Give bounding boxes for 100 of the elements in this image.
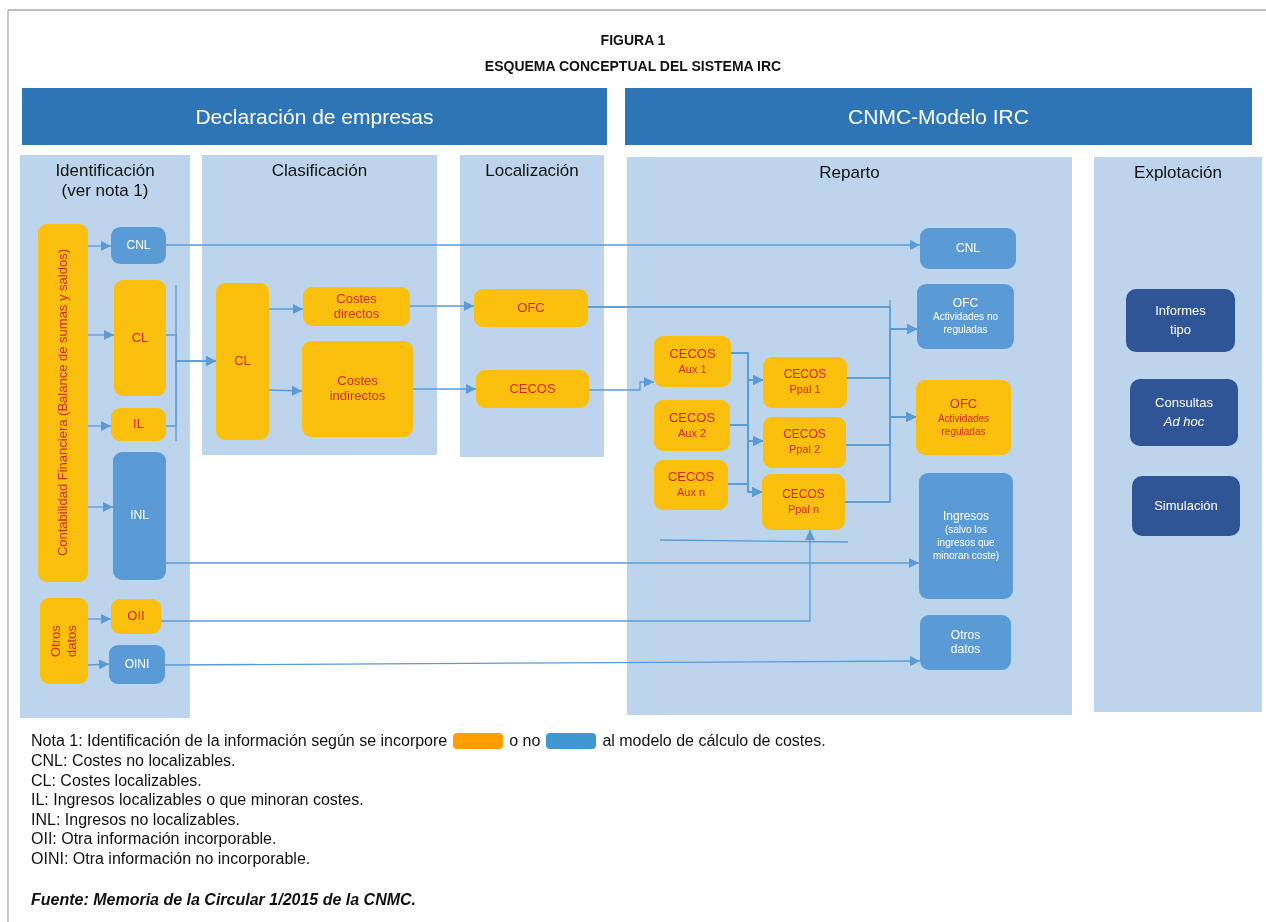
process-box bbox=[113, 452, 166, 580]
box-sublabel: Actividades no reguladas bbox=[931, 310, 999, 337]
arrow bbox=[165, 356, 217, 427]
note-text: OII: Otra información incorporable. bbox=[31, 830, 277, 848]
process-box bbox=[474, 289, 588, 327]
box-label: Ingresos bbox=[943, 509, 989, 524]
process-box bbox=[111, 408, 166, 441]
process-box bbox=[303, 287, 410, 326]
arrow bbox=[844, 412, 917, 503]
stage-column bbox=[202, 155, 437, 455]
output-box bbox=[1130, 379, 1238, 446]
note-text: IL: Ingresos localizables o que minoran costes. bbox=[31, 791, 364, 809]
arrow bbox=[160, 529, 815, 622]
box-label: CECOS bbox=[783, 428, 826, 443]
note-text: CL: Costes localizables. bbox=[31, 771, 202, 790]
stage-column bbox=[460, 155, 604, 457]
box-label: CNL bbox=[126, 238, 151, 253]
arrow bbox=[165, 240, 921, 250]
box-label: INL bbox=[130, 509, 149, 523]
box-label: Costes directos bbox=[332, 291, 381, 322]
box-label: OINI bbox=[124, 657, 150, 672]
arrow bbox=[412, 384, 477, 394]
box-sublabel: Ppal 1 bbox=[789, 382, 821, 397]
process-box bbox=[763, 357, 847, 408]
process-box bbox=[114, 280, 166, 396]
arrow bbox=[165, 558, 920, 568]
box-label: OII bbox=[127, 609, 145, 624]
arrow bbox=[268, 304, 304, 314]
arrow bbox=[87, 614, 112, 624]
box-label: Simulación bbox=[1154, 496, 1218, 515]
arrow bbox=[588, 377, 655, 391]
process-box bbox=[916, 380, 1011, 455]
process-box bbox=[919, 473, 1013, 599]
process-box bbox=[476, 370, 589, 408]
arrow bbox=[727, 483, 763, 497]
box-sublabel: Aux n bbox=[676, 485, 706, 500]
box-label: Informes tipo bbox=[1154, 301, 1207, 339]
process-box bbox=[654, 336, 731, 387]
box-label: Costes indirectos bbox=[328, 374, 387, 404]
box-label: Otros datos bbox=[47, 624, 80, 659]
process-box bbox=[111, 227, 166, 264]
process-box bbox=[654, 460, 728, 510]
column-heading: Localización bbox=[485, 161, 579, 181]
column-heading: Reparto bbox=[819, 163, 880, 183]
box-sublabel: Actividades reguladas bbox=[936, 411, 991, 438]
note-text: Nota 1: Identificación de la información según se incorpore bbox=[31, 732, 448, 750]
column-heading: Clasificación bbox=[271, 161, 368, 181]
arrow bbox=[268, 385, 303, 396]
note-text: OINI: Otra información no incorporable. bbox=[31, 849, 311, 868]
process-box bbox=[762, 474, 845, 530]
box-label: Otros datos bbox=[949, 628, 982, 657]
output-box bbox=[1132, 476, 1240, 536]
arrow bbox=[87, 330, 115, 340]
source-note: Fuente: Memoria de la Circular 1/2015 de la CNMC. bbox=[31, 891, 416, 909]
process-box bbox=[920, 228, 1016, 269]
box-sublabel: Aux 1 bbox=[678, 361, 707, 377]
process-box bbox=[654, 400, 730, 451]
note-text: CNL: Costes no localizables. bbox=[31, 752, 236, 770]
process-box bbox=[109, 645, 165, 684]
process-box bbox=[917, 284, 1014, 349]
process-box bbox=[40, 598, 88, 684]
header-band bbox=[22, 88, 607, 145]
box-label: OFC bbox=[517, 300, 545, 316]
arrow bbox=[164, 656, 921, 667]
header-band bbox=[625, 88, 1252, 145]
box-label: CECOS bbox=[667, 470, 715, 486]
box-label: CECOS bbox=[669, 346, 716, 362]
box-label: CL bbox=[234, 354, 251, 369]
box-label: CECOS bbox=[668, 410, 716, 426]
box-label: Contabilidad Financiera (Balance de sumas y saldos) bbox=[54, 249, 71, 557]
stage-column bbox=[627, 157, 1072, 715]
output-box bbox=[1126, 289, 1235, 352]
legend-label: o no bbox=[509, 732, 541, 750]
column-heading: Identificación (ver nota 1) bbox=[54, 161, 156, 201]
arrow bbox=[87, 502, 114, 512]
box-label: CECOS bbox=[782, 487, 825, 502]
band-title: Declaración de empresas bbox=[195, 104, 434, 129]
box-sublabel: Ppal n bbox=[787, 501, 820, 517]
box-label: OFC bbox=[949, 397, 978, 412]
box-sublabel: Ppal 2 bbox=[788, 442, 821, 457]
stage-column bbox=[1094, 157, 1262, 712]
box-label: OFC bbox=[952, 296, 979, 311]
legend-label: al modelo de cálculo de costes. bbox=[602, 732, 826, 750]
stage-column bbox=[20, 155, 190, 718]
box-label: Consultas Ad hoc bbox=[1154, 393, 1214, 431]
box-label: CNL bbox=[956, 241, 980, 256]
process-box bbox=[111, 599, 161, 634]
arrow bbox=[409, 301, 475, 311]
band-title: CNMC-Modelo IRC bbox=[848, 104, 1029, 129]
box-label: CL bbox=[131, 330, 149, 346]
figure-subtitle: ESQUEMA CONCEPTUAL DEL SISTEMA IRC bbox=[483, 58, 783, 74]
process-box bbox=[763, 417, 846, 468]
box-label: IL bbox=[133, 417, 144, 432]
process-box bbox=[302, 341, 413, 437]
box-label: CECOS bbox=[509, 381, 556, 397]
box-sublabel: (salvo los ingresos que minoran coste) bbox=[931, 523, 1001, 563]
figure-title: FIGURA 1 bbox=[599, 32, 667, 48]
arrow bbox=[87, 421, 112, 431]
box-sublabel: Aux 2 bbox=[677, 425, 707, 441]
box-label: CECOS bbox=[783, 368, 827, 383]
